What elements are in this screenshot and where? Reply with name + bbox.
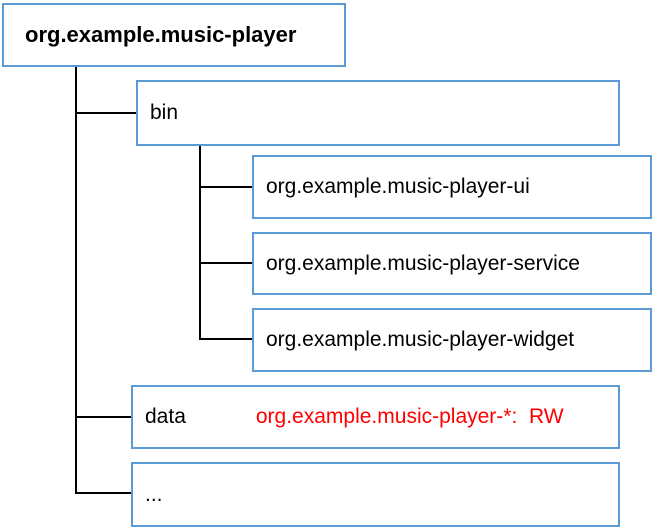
node-data: data org.example.music-player-*: RW bbox=[131, 385, 620, 449]
connector-branch-data bbox=[75, 416, 131, 418]
node-music-player-widget-label: org.example.music-player-widget bbox=[266, 328, 575, 351]
node-music-player-widget: org.example.music-player-widget bbox=[252, 308, 652, 372]
connector-branch-ui bbox=[199, 186, 252, 188]
node-package-root: org.example.music-player bbox=[2, 3, 346, 67]
node-ellipsis-label: ... bbox=[145, 482, 163, 506]
node-music-player-service: org.example.music-player-service bbox=[252, 232, 652, 295]
node-ellipsis: ... bbox=[131, 462, 620, 527]
node-package-root-label: org.example.music-player bbox=[25, 22, 297, 47]
node-data-permission-annotation: org.example.music-player-*: RW bbox=[255, 405, 564, 428]
node-music-player-ui: org.example.music-player-ui bbox=[252, 155, 652, 219]
node-bin: bin bbox=[136, 80, 620, 146]
node-data-label: data bbox=[145, 405, 186, 428]
connector-root-trunk bbox=[75, 67, 77, 494]
node-bin-label: bin bbox=[150, 101, 179, 124]
connector-branch-service bbox=[199, 262, 252, 264]
connector-branch-widget bbox=[199, 338, 252, 340]
node-music-player-service-label: org.example.music-player-service bbox=[266, 251, 580, 275]
node-music-player-ui-label: org.example.music-player-ui bbox=[266, 175, 530, 198]
connector-bin-trunk bbox=[199, 146, 201, 340]
connector-branch-bin bbox=[75, 112, 136, 114]
connector-branch-etc bbox=[75, 492, 131, 494]
